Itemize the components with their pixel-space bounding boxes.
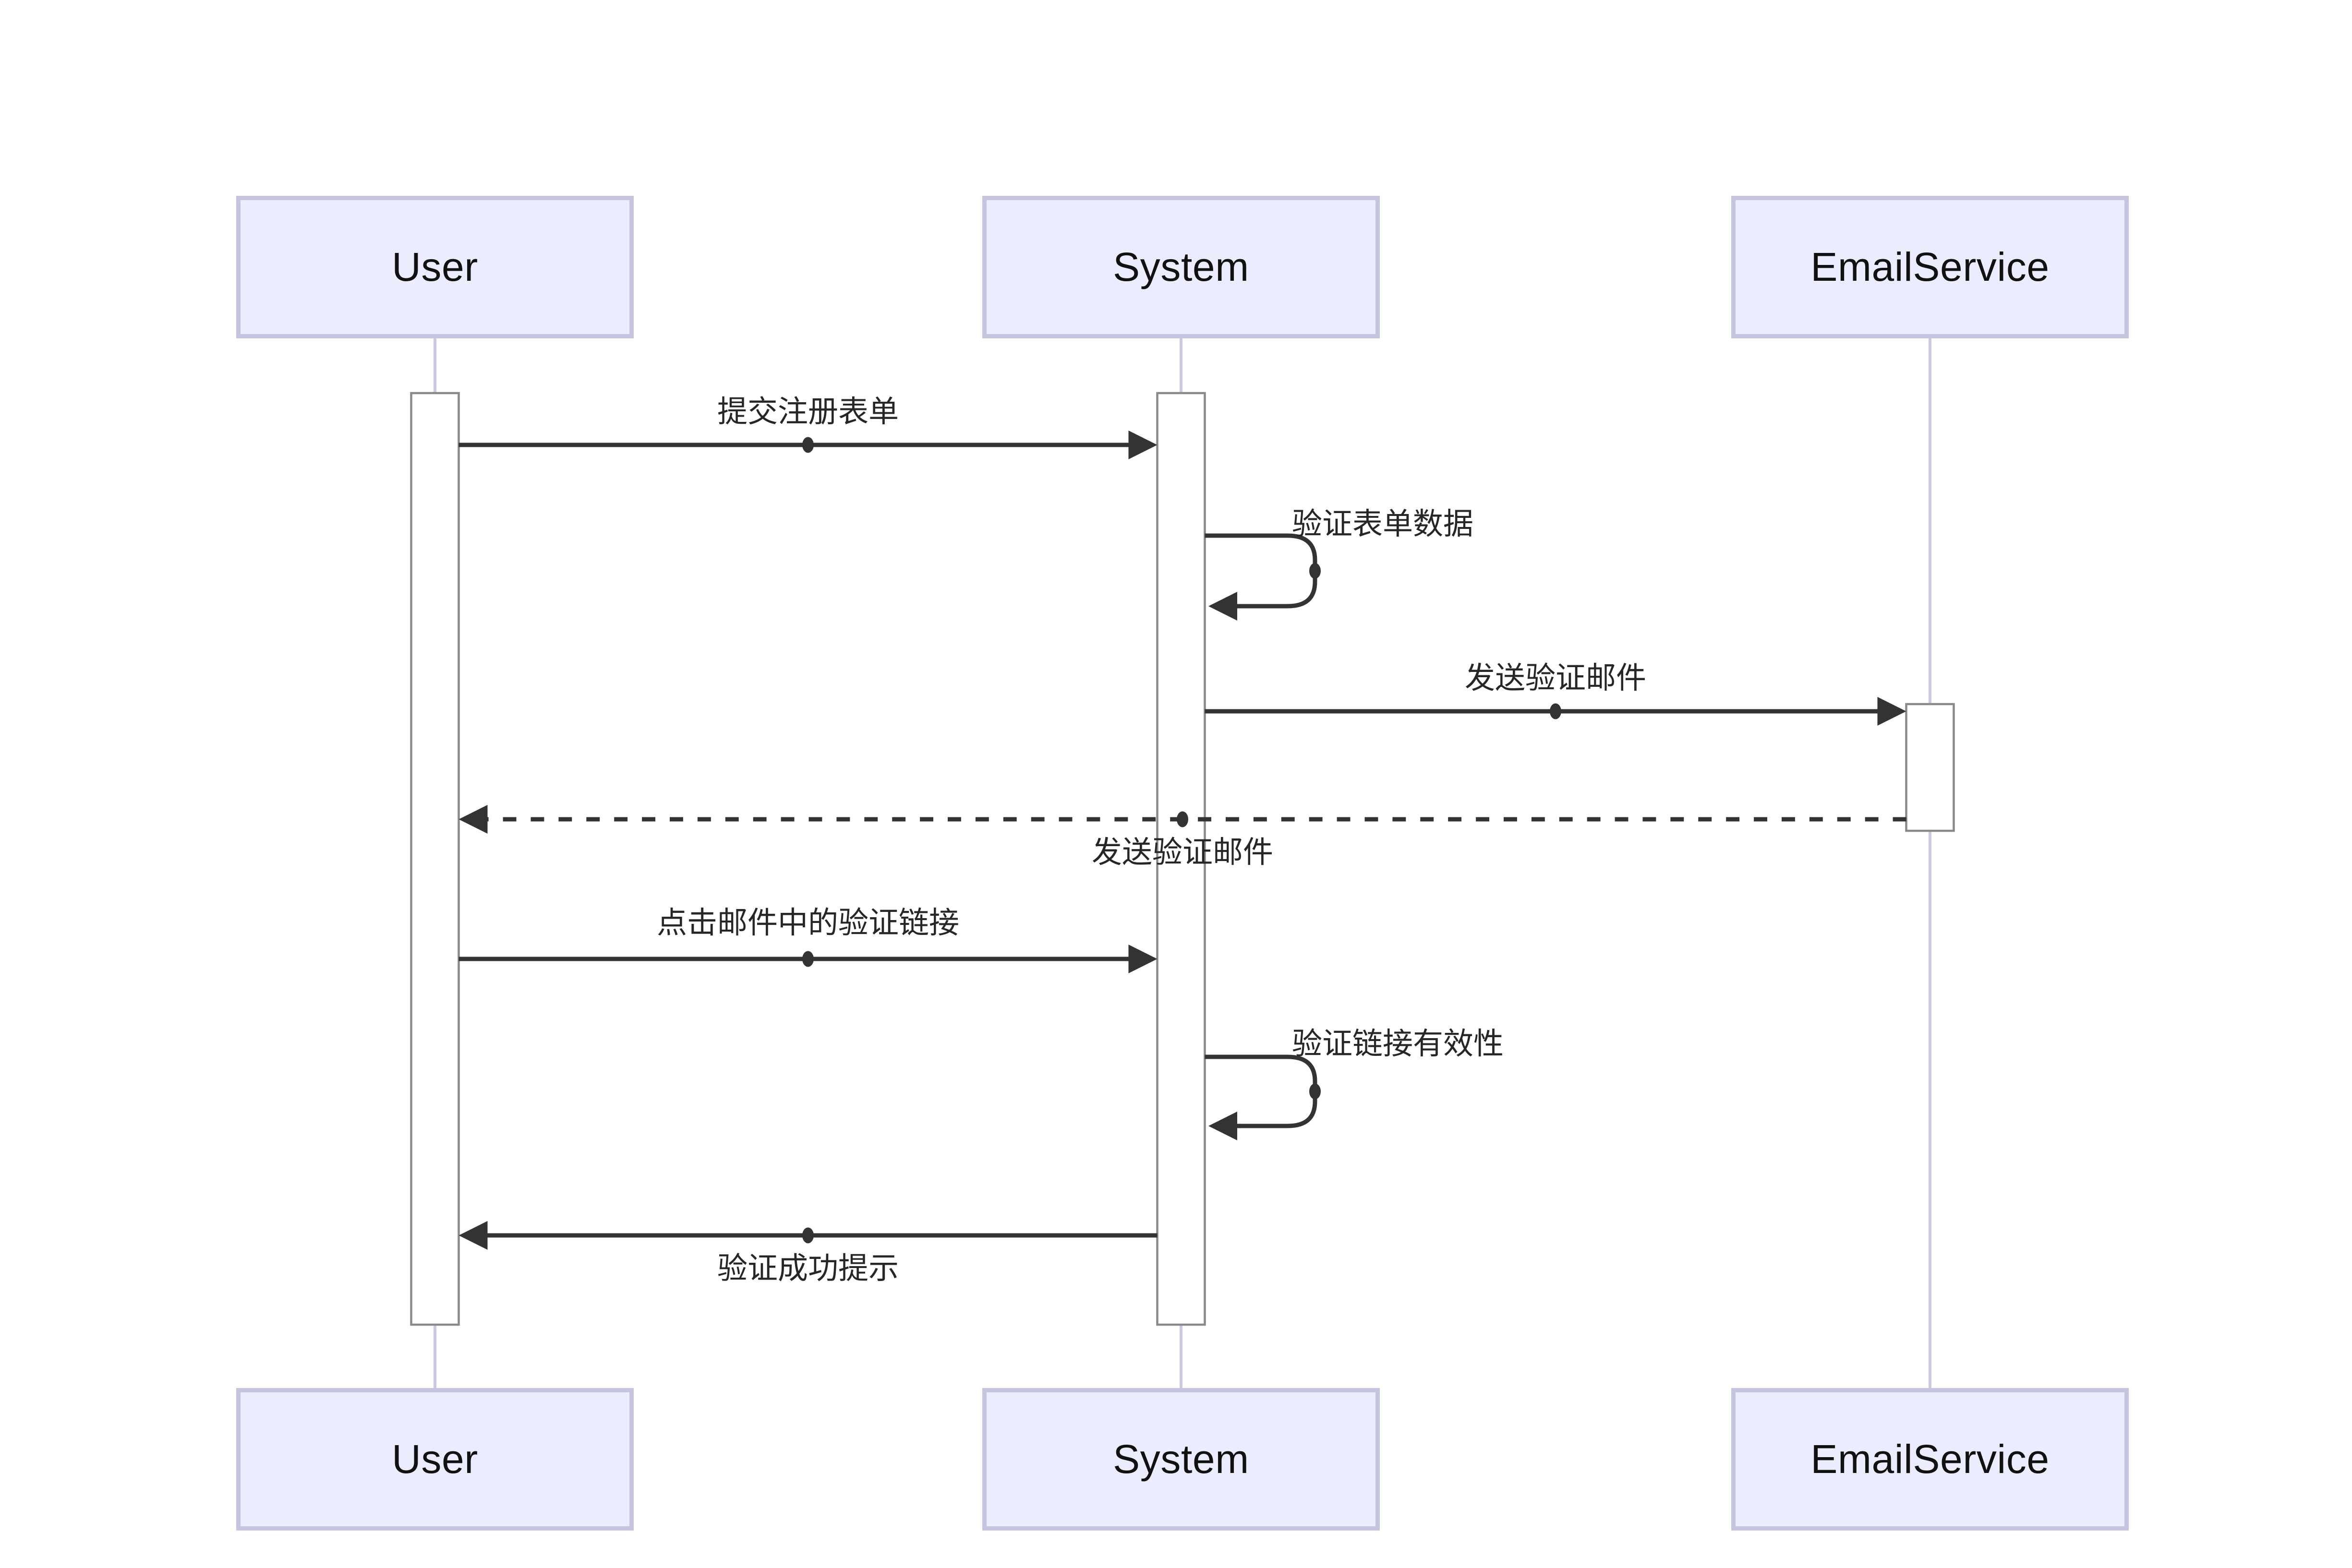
actor-box-user-top: User — [236, 196, 634, 338]
message-label-6: 验证链接有效性 — [1292, 1028, 1504, 1061]
self-loop-2 — [1205, 533, 1317, 609]
actor-label-user-bottom: User — [392, 1436, 478, 1481]
message-label-5: 点击邮件中的验证链接 — [657, 907, 959, 940]
activation-bar-emailservice — [1905, 703, 1955, 832]
message-label-1: 提交注册表单 — [717, 396, 899, 429]
message-label-7: 验证成功提示 — [717, 1253, 899, 1286]
message-arrowhead-1 — [1128, 431, 1158, 459]
actor-box-system-bottom: System — [982, 1388, 1380, 1531]
message-midpoint-dot-4 — [1177, 811, 1188, 827]
actor-label-system-bottom: System — [1113, 1436, 1249, 1481]
actor-label-emailservice-bottom: EmailService — [1810, 1436, 2050, 1481]
message-label-2: 验证表单数据 — [1292, 508, 1473, 541]
message-arrowhead-5 — [1128, 945, 1158, 973]
activation-bar-user — [410, 392, 460, 1326]
message-midpoint-dot-5 — [802, 951, 814, 967]
actor-label-emailservice-top: EmailService — [1810, 244, 2050, 289]
message-arrowhead-3 — [1877, 697, 1906, 726]
message-midpoint-dot-1 — [802, 437, 814, 453]
message-midpoint-dot-2 — [1309, 563, 1321, 579]
actor-box-emailservice-top: EmailService — [1731, 196, 2129, 338]
activation-bar-system — [1156, 392, 1206, 1326]
message-label-4: 发送验证邮件 — [1092, 837, 1273, 870]
message-arrowhead-7 — [458, 1221, 488, 1250]
message-midpoint-dot-3 — [1550, 703, 1561, 719]
actor-box-system-top: System — [982, 196, 1380, 338]
self-loop-6 — [1205, 1054, 1317, 1128]
message-arrowhead-2 — [1208, 592, 1237, 621]
message-midpoint-dot-7 — [802, 1227, 814, 1244]
message-arrowhead-6 — [1208, 1112, 1237, 1140]
actor-label-user-top: User — [392, 244, 478, 289]
message-label-3: 发送验证邮件 — [1465, 662, 1646, 695]
actor-box-user-bottom: User — [236, 1388, 634, 1531]
message-midpoint-dot-6 — [1309, 1083, 1321, 1100]
actor-box-emailservice-bottom: EmailService — [1731, 1388, 2129, 1531]
actor-label-system-top: System — [1113, 244, 1249, 289]
message-arrowhead-4 — [458, 805, 488, 834]
